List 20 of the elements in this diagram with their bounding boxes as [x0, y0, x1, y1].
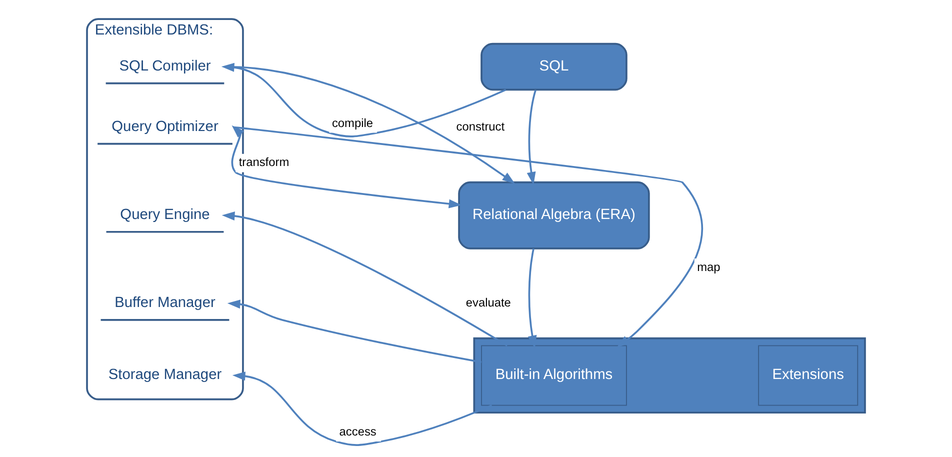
- edge-label: access: [339, 424, 376, 438]
- node-text: Storage Manager: [108, 366, 222, 383]
- node-box: Extensions: [758, 345, 858, 406]
- node-text: Query Engine: [120, 206, 210, 223]
- arrow: [231, 125, 462, 208]
- arrow: [526, 90, 536, 185]
- node-box: Relational Algebra (ERA): [458, 181, 650, 250]
- edge-label: construct: [456, 119, 505, 134]
- node-text: SQL Compiler: [119, 58, 211, 74]
- edge-label: evaluate: [466, 296, 511, 310]
- edge-label: map: [697, 260, 720, 274]
- node-text: Buffer Manager: [114, 294, 216, 311]
- node-box: SQL: [480, 42, 628, 91]
- arrow: [232, 372, 492, 446]
- arrow: [528, 248, 537, 348]
- node-box: Built-in Algorithms: [481, 345, 627, 406]
- arrow: [227, 300, 482, 364]
- edge-label: compile: [332, 116, 373, 130]
- arrow: [221, 62, 506, 138]
- node-text: Query Optimizer: [112, 118, 218, 135]
